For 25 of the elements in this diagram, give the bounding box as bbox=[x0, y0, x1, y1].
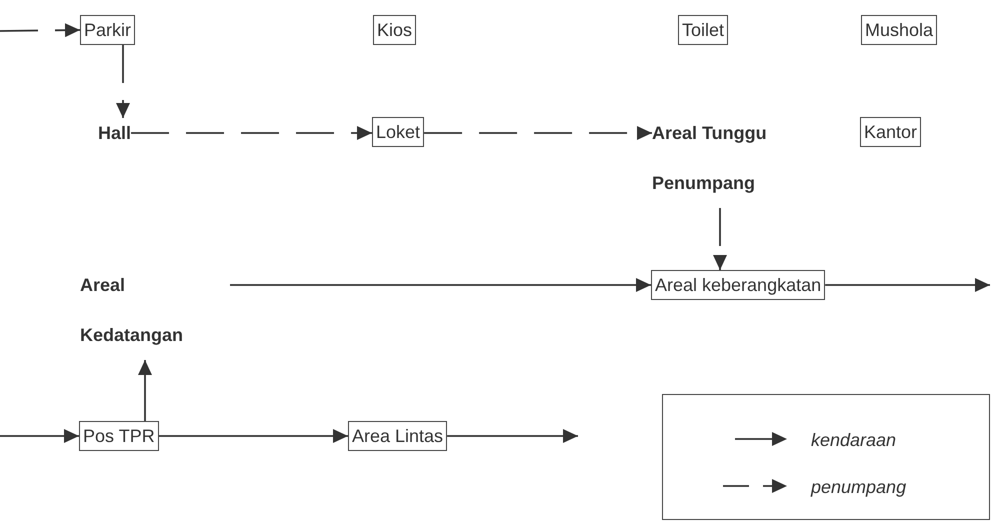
arrow bbox=[825, 278, 990, 292]
place-box: Kantor bbox=[860, 117, 922, 147]
arrow bbox=[158, 429, 348, 443]
arrow bbox=[116, 45, 130, 118]
place-label: Areal Tunggu Penumpang bbox=[652, 108, 797, 208]
legend-text: penumpang bbox=[811, 477, 906, 498]
place-label: Areal Kedatangan bbox=[80, 260, 230, 360]
place-box: Parkir bbox=[80, 15, 136, 45]
arrow bbox=[0, 429, 79, 443]
arrow bbox=[138, 360, 152, 421]
place-box: Pos TPR bbox=[79, 421, 159, 451]
arrow bbox=[131, 126, 372, 140]
place-box: Toilet bbox=[678, 15, 728, 45]
legend-text: kendaraan bbox=[811, 430, 896, 451]
arrow bbox=[424, 126, 652, 140]
arrow bbox=[230, 278, 651, 292]
place-box: Loket bbox=[372, 117, 424, 147]
arrow bbox=[713, 208, 727, 270]
place-box: Area Lintas bbox=[348, 421, 448, 451]
place-box: Mushola bbox=[861, 15, 938, 45]
arrow bbox=[447, 429, 578, 443]
place-label: Hall bbox=[98, 118, 132, 148]
place-box: Areal keberangkatan bbox=[651, 270, 826, 300]
place-box: Kios bbox=[373, 15, 416, 45]
arrow bbox=[0, 23, 80, 38]
